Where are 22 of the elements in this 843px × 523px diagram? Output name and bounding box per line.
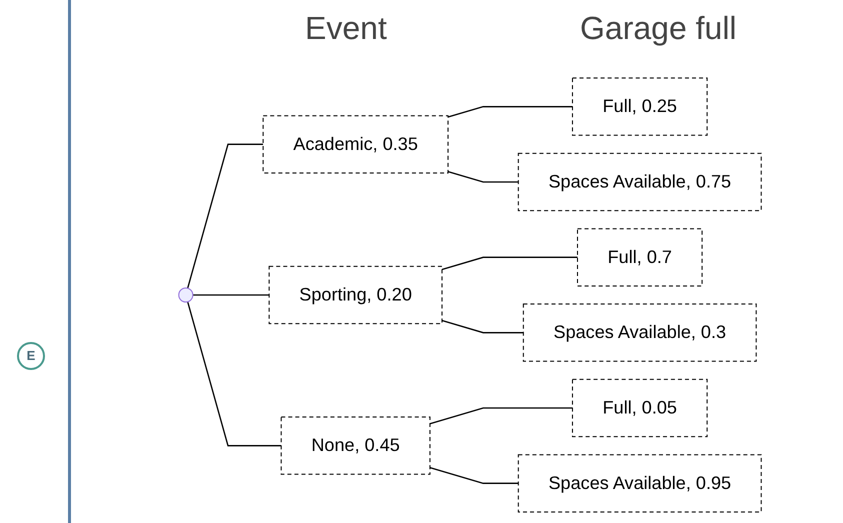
letter-badge: E (17, 342, 45, 370)
column-heading: Garage full (580, 10, 737, 47)
node-point (178, 287, 194, 303)
node-box: Spaces Available, 0.95 (518, 454, 762, 512)
connector (187, 144, 264, 288)
column-heading: Event (305, 10, 387, 47)
connector (442, 256, 578, 270)
node-box: None, 0.45 (280, 416, 430, 475)
node-box: Academic, 0.35 (262, 115, 449, 174)
connector (430, 467, 518, 484)
connector (448, 106, 572, 118)
node-box: Spaces Available, 0.75 (518, 152, 762, 212)
node-box: Sporting, 0.20 (268, 266, 443, 324)
node-box: Full, 0.7 (577, 228, 703, 286)
connector (442, 320, 524, 334)
connector (192, 294, 270, 296)
node-box: Full, 0.05 (572, 378, 708, 438)
node-box: Spaces Available, 0.3 (522, 304, 757, 362)
connector (448, 171, 518, 183)
connector (187, 302, 282, 446)
connector (430, 407, 572, 424)
node-box: Full, 0.25 (572, 78, 708, 136)
